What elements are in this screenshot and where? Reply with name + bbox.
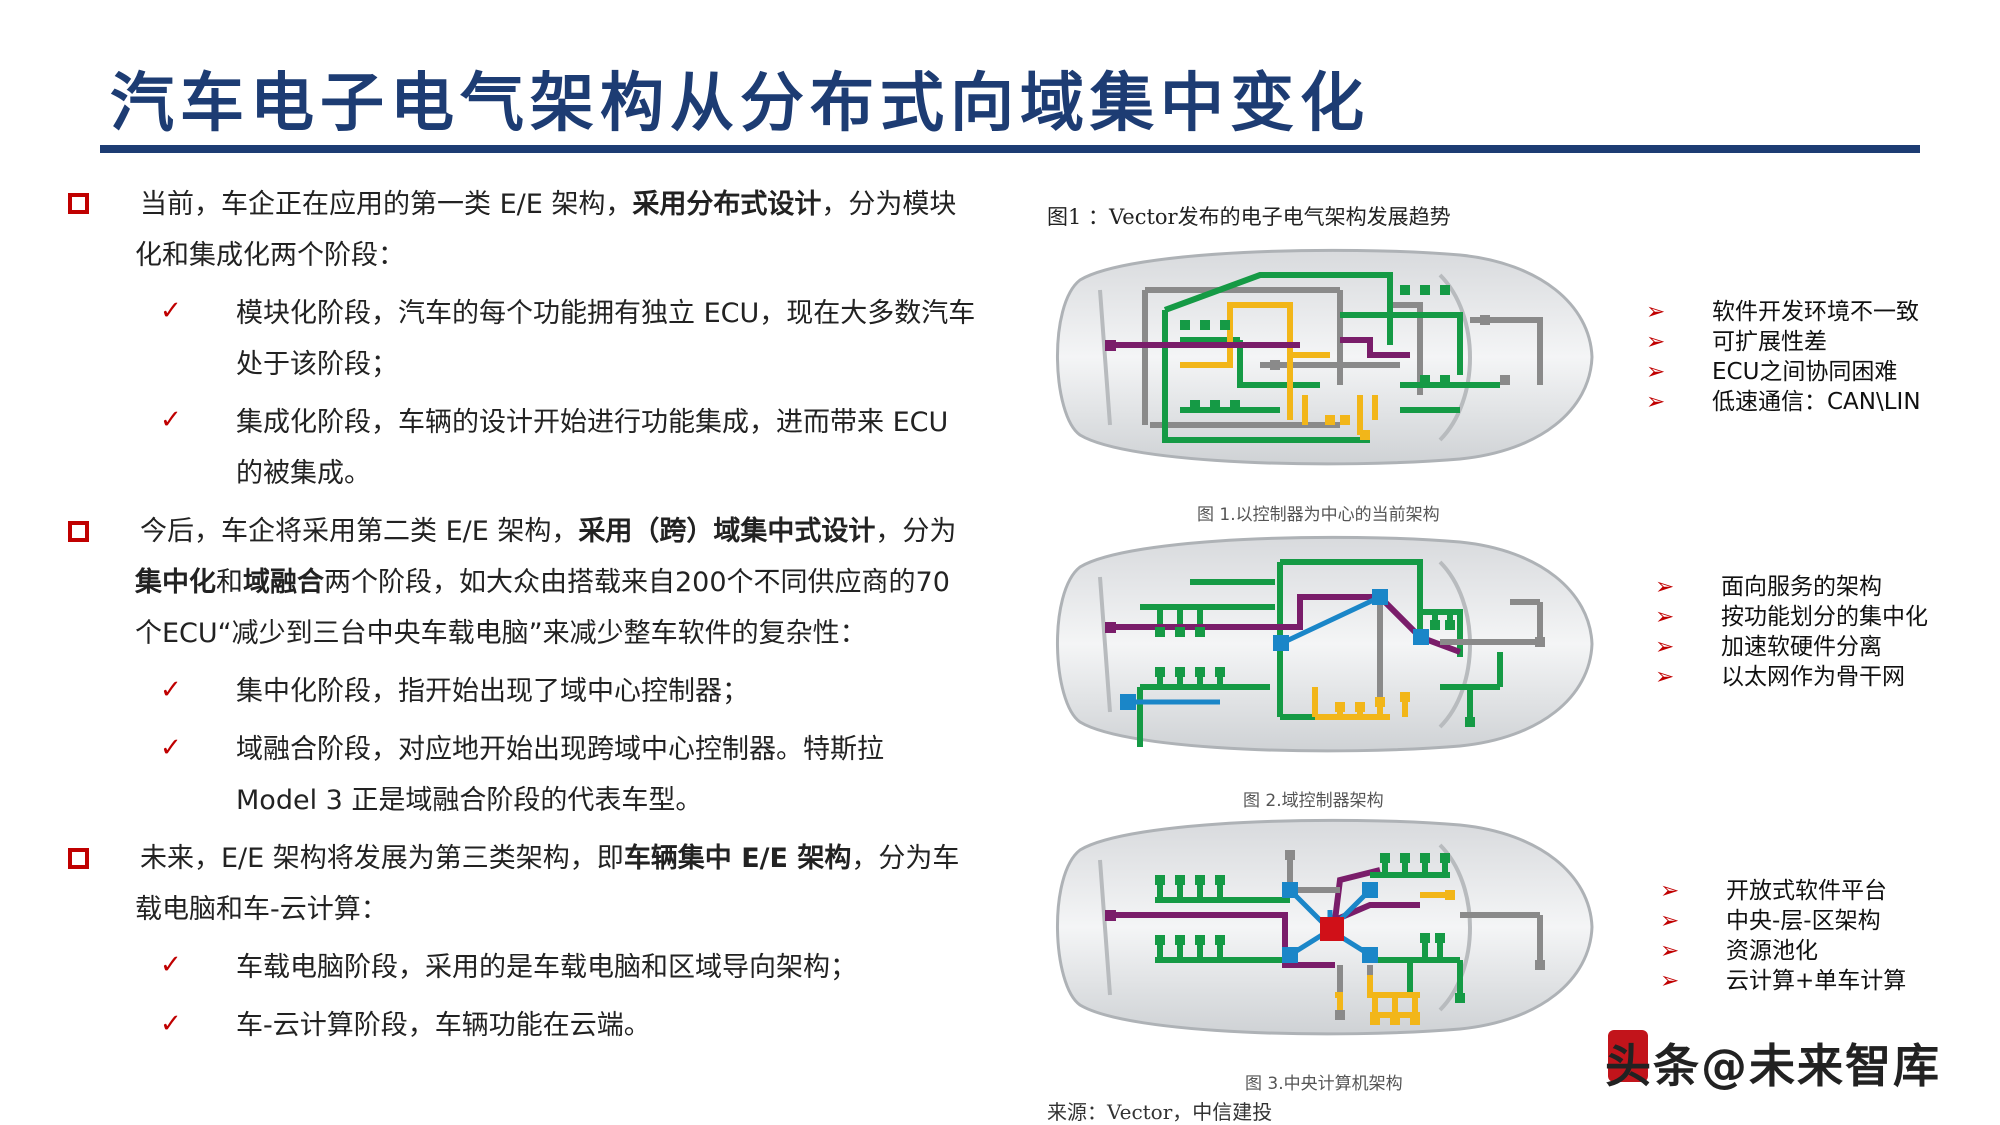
figure-sub-caption-2: 图 2.域控制器架构 [1243, 791, 1384, 811]
feature-item: ➢按功能划分的集中化 [1655, 604, 1928, 630]
p2-c2-line2: Model 3 正是域融合阶段的代表车型。 [236, 785, 703, 816]
arrow-icon: ➢ [1655, 664, 1675, 690]
check-icon: ✓ [160, 1009, 182, 1039]
arrow-icon: ➢ [1655, 574, 1675, 600]
p2-c1-line1: 集中化阶段，指开始出现了域中心控制器； [236, 676, 749, 707]
arrow-icon: ➢ [1660, 908, 1680, 934]
arrow-icon: ➢ [1660, 968, 1680, 994]
feature-item: ➢加速软硬件分离 [1655, 634, 1882, 660]
feature-list-3: ➢开放式软件平台 ➢中央-层-区架构 ➢资源池化 ➢云计算+单车计算 [1660, 876, 1906, 996]
p1-c1-line2: 处于该阶段； [236, 349, 398, 380]
p1-bold: 采用分布式设计 [632, 189, 822, 220]
check-icon: ✓ [160, 405, 182, 435]
check-icon: ✓ [160, 950, 182, 980]
car-diagram-domain [1056, 535, 1594, 753]
p3-text-c: ，分为车 [851, 843, 960, 874]
feature-item: ➢中央-层-区架构 [1660, 908, 1881, 934]
p1-text-a: 当前，车企正在应用的第一类 E/E 架构， [140, 189, 633, 220]
feature-list-2: ➢面向服务的架构 ➢按功能划分的集中化 ➢加速软硬件分离 ➢以太网作为骨干网 [1655, 572, 1928, 692]
bullet-square [68, 193, 89, 214]
p2-text-a: 今后，车企将采用第二类 E/E 架构， [140, 516, 579, 547]
bullet-square [68, 848, 89, 869]
p2-c2-line1: 域融合阶段，对应地开始出现跨域中心控制器。特斯拉 [236, 734, 884, 765]
figure-sub-caption-1: 图 1.以控制器为中心的当前架构 [1197, 505, 1440, 525]
page-title: 汽车电子电气架构从分布式向域集中变化 [110, 67, 1370, 141]
arrow-icon: ➢ [1660, 938, 1680, 964]
arrow-icon: ➢ [1646, 359, 1666, 385]
p3-c1-line1: 车载电脑阶段，采用的是车载电脑和区域导向架构； [236, 952, 857, 983]
p3-c2-line1: 车-云计算阶段，车辆功能在云端。 [236, 1010, 651, 1041]
p3-text-a: 未来，E/E 架构将发展为第三类架构，即 [140, 843, 624, 874]
bullet-p3-line2: 载电脑和车-云计算： [135, 894, 388, 925]
bullet-p1-line1: 当前，车企正在应用的第一类 E/E 架构，采用分布式设计，分为模块 [140, 179, 956, 230]
p2-bold-fusion: 域融合 [243, 567, 324, 598]
bullet-p2-line1: 今后，车企将采用第二类 E/E 架构，采用（跨）域集中式设计，分为 [140, 506, 956, 557]
bullet-p2-line3: 个ECU“减少到三台中央车载电脑”来减少整车软件的复杂性： [135, 618, 867, 649]
p1-c1-line1: 模块化阶段，汽车的每个功能拥有独立 ECU，现在大多数汽车 [236, 298, 976, 329]
arrow-icon: ➢ [1646, 299, 1666, 325]
watermark: 头条@未来智库 [1605, 1039, 1941, 1093]
check-icon: ✓ [160, 675, 182, 705]
source-note: 来源：Vector，中信建投 [1047, 1100, 1273, 1124]
p3-bold: 车辆集中 E/E 架构 [623, 843, 852, 874]
bullet-p1-line2: 化和集成化两个阶段： [135, 240, 405, 271]
p1-text-c: ，分为模块 [821, 189, 957, 220]
p1-c2-line1: 集成化阶段，车辆的设计开始进行功能集成，进而带来 ECU [236, 407, 949, 438]
figure-caption: 图1 ：Vector发布的电子电气架构发展趋势 [1047, 205, 1451, 229]
car-diagram-distributed [1056, 248, 1594, 466]
figure-sub-caption-3: 图 3.中央计算机架构 [1245, 1074, 1403, 1094]
p2-and: 和 [216, 567, 243, 598]
car-diagram-central [1056, 818, 1594, 1036]
watermark-logo-icon [1608, 1030, 1648, 1082]
p2-bold-centralize: 集中化 [135, 567, 216, 598]
feature-item: ➢资源池化 [1660, 938, 1818, 964]
p2-text-c: ，分为 [875, 516, 957, 547]
bullet-p3-line1: 未来，E/E 架构将发展为第三类架构，即车辆集中 E/E 架构，分为车 [140, 833, 959, 884]
check-icon: ✓ [160, 733, 182, 763]
feature-item: ➢软件开发环境不一致 [1646, 299, 1919, 325]
arrow-icon: ➢ [1655, 634, 1675, 660]
p2-bold: 采用（跨）域集中式设计 [578, 516, 876, 547]
feature-item: ➢低速通信：CAN\LIN [1646, 389, 1921, 415]
feature-item: ➢可扩展性差 [1646, 329, 1827, 355]
check-icon: ✓ [160, 296, 182, 326]
arrow-icon: ➢ [1646, 389, 1666, 415]
arrow-icon: ➢ [1646, 329, 1666, 355]
feature-item: ➢ECU之间协同困难 [1646, 359, 1898, 385]
feature-item: ➢以太网作为骨干网 [1655, 664, 1905, 690]
feature-item: ➢云计算+单车计算 [1660, 968, 1907, 994]
bullet-square [68, 521, 89, 542]
title-rule [100, 145, 1920, 153]
p1-c2-line2: 的被集成。 [236, 458, 371, 489]
bullet-p2-line2: 集中化和域融合两个阶段，如大众由搭载来自200个不同供应商的70 [135, 557, 950, 608]
p2-text-d: 两个阶段，如大众由搭载来自200个不同供应商的70 [324, 567, 950, 598]
feature-item: ➢面向服务的架构 [1655, 574, 1882, 600]
arrow-icon: ➢ [1655, 604, 1675, 630]
feature-list-1: ➢软件开发环境不一致 ➢可扩展性差 ➢ECU之间协同困难 ➢低速通信：CAN\L… [1646, 297, 1921, 417]
feature-item: ➢开放式软件平台 [1660, 878, 1887, 904]
arrow-icon: ➢ [1660, 878, 1680, 904]
